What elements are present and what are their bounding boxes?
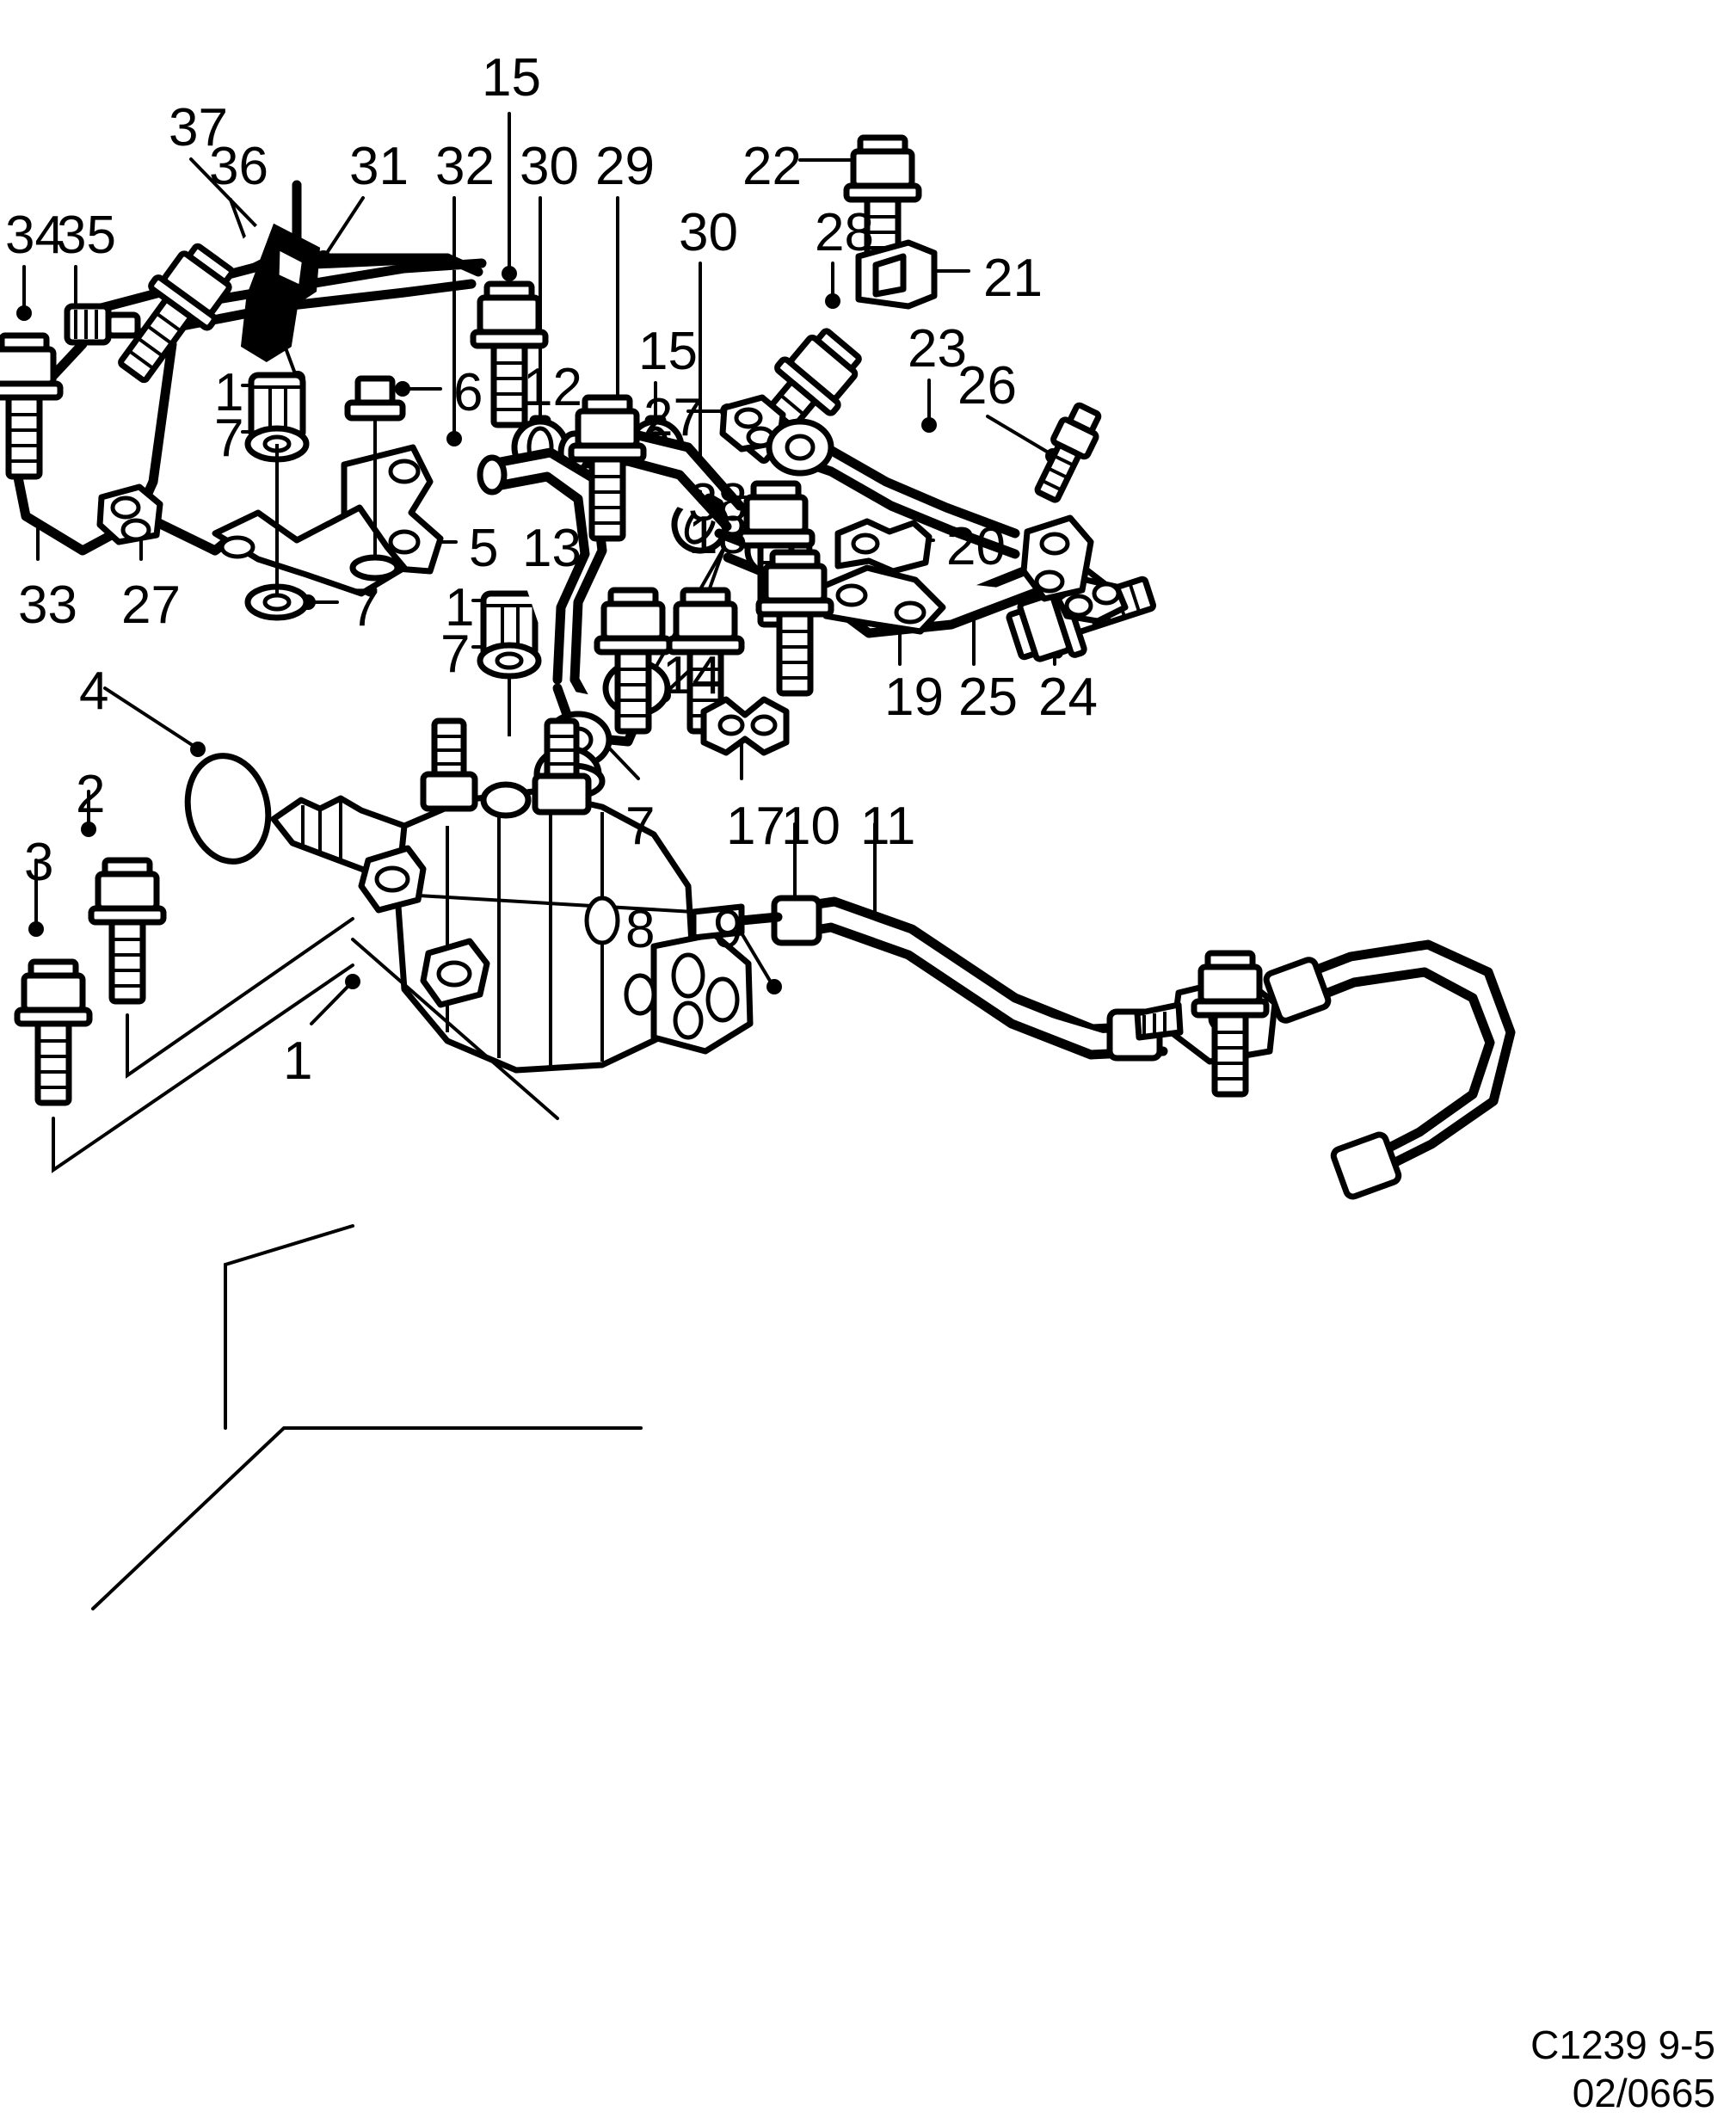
diagram-footer: C1239 9-5 02/0665 — [1530, 2021, 1715, 2117]
tube-8 — [771, 895, 1168, 1062]
callout-31: 31 — [349, 137, 409, 196]
callout-22: 22 — [742, 137, 802, 196]
bracket-19 — [819, 564, 946, 635]
callout-27-left: 27 — [121, 576, 181, 635]
callout-37: 37 — [169, 98, 228, 157]
pump-ear-a — [358, 845, 427, 914]
callout-17: 17 — [726, 797, 785, 856]
callout-5: 5 — [469, 519, 499, 578]
footer-line-revision: 02/0665 — [1572, 2070, 1715, 2115]
clip-21 — [855, 239, 938, 310]
callout-7-a: 7 — [214, 409, 244, 468]
callout-24: 24 — [1038, 668, 1098, 727]
callout-26: 26 — [957, 356, 1017, 416]
callout-32: 32 — [435, 137, 495, 196]
callout-29: 29 — [595, 137, 655, 196]
pump-port-b — [532, 717, 592, 816]
callout-20: 20 — [946, 517, 1006, 576]
callout-7-d: 7 — [625, 797, 656, 856]
callout-9: 9 — [713, 900, 743, 959]
callout-33: 33 — [18, 576, 77, 635]
callout-38: 38 — [688, 473, 748, 533]
fitting-27-left — [96, 483, 163, 545]
callout-7-b: 7 — [350, 578, 380, 637]
callout-8: 8 — [625, 900, 656, 959]
callout-7-c: 7 — [440, 625, 471, 684]
callout-4: 4 — [79, 662, 109, 721]
callout-36: 36 — [209, 137, 268, 196]
callout-6: 6 — [453, 363, 483, 422]
callout-18: 18 — [688, 506, 748, 565]
callout-21: 21 — [983, 249, 1043, 308]
callout-12: 12 — [523, 358, 582, 417]
callout-23: 23 — [908, 319, 967, 379]
callout-34: 34 — [5, 206, 65, 265]
callout-10: 10 — [781, 797, 840, 856]
callout-15-top: 15 — [482, 48, 541, 108]
pump-ear-b — [420, 938, 490, 1008]
bracket-5 — [210, 444, 444, 597]
callout-27-mid: 27 — [643, 388, 703, 447]
sensor-26 — [1034, 402, 1102, 503]
callout-2: 2 — [76, 765, 106, 824]
callout-15-mid: 15 — [638, 322, 698, 381]
callout-30-b: 30 — [679, 203, 738, 262]
callout-28: 28 — [815, 203, 874, 262]
callout-14: 14 — [662, 646, 722, 705]
pump-outlet-block — [650, 931, 754, 1055]
sensor-mount-26 — [1020, 514, 1094, 602]
pump-body — [184, 717, 754, 1074]
callout-30-a: 30 — [520, 137, 579, 196]
tube-11 — [1263, 939, 1516, 1200]
callout-13: 13 — [522, 519, 582, 578]
callout-19: 19 — [884, 668, 944, 727]
bracket-36 — [240, 223, 321, 363]
callout-1-a: 1 — [214, 363, 244, 422]
pump-port-a — [420, 717, 478, 812]
footer-line-catalog: C1239 9-5 — [1530, 2022, 1715, 2067]
callout-35: 35 — [57, 206, 116, 265]
callout-1-c: 1 — [283, 1031, 313, 1091]
clip-17 — [700, 696, 790, 756]
clip-20 — [834, 518, 933, 575]
callout-11: 11 — [860, 797, 916, 856]
callout-1-b: 1 — [445, 578, 475, 637]
callout-3: 3 — [24, 833, 54, 892]
callout-25: 25 — [958, 668, 1018, 727]
